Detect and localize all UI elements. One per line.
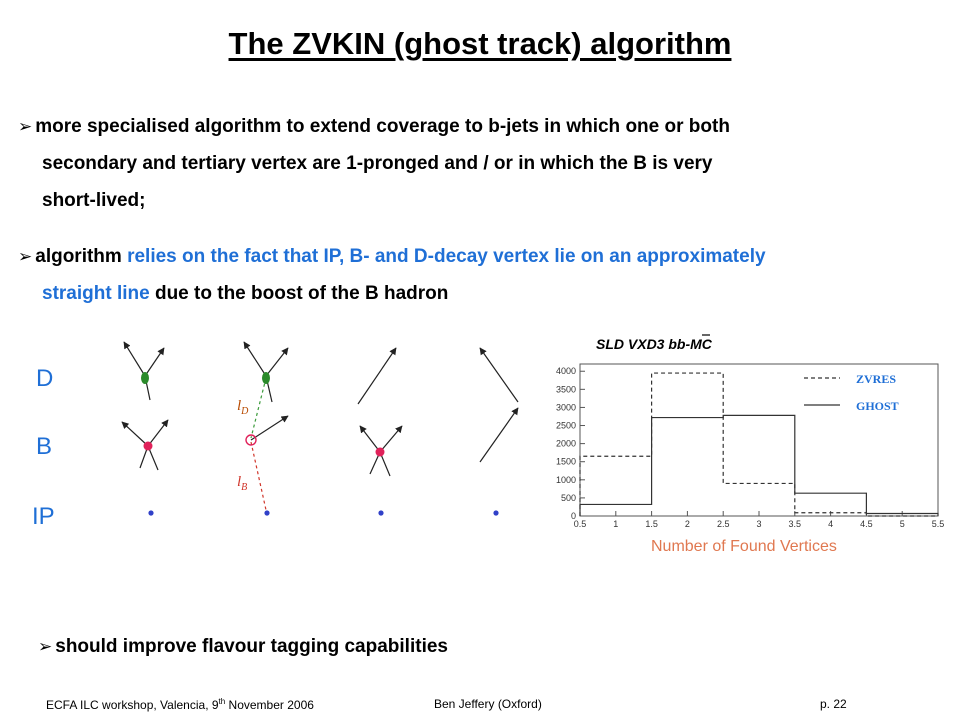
d-flight-line <box>250 377 267 439</box>
footer-author: Ben Jeffery (Oxford) <box>434 697 542 711</box>
y-tick-label: 3000 <box>556 402 576 412</box>
series-zvres-line <box>579 372 938 517</box>
ip-point <box>148 510 154 516</box>
topology-ghost-track <box>243 341 289 441</box>
bullet-specialised-algorithm: ➢more specialised algorithm to extend co… <box>18 108 958 219</box>
vertex-count-histogram: SLD VXD3 bb-MC 0 500 1000 1500 2000 2500 3000 3… <box>556 334 945 555</box>
x-tick-label: 5.5 <box>932 519 945 529</box>
row-label-b: B <box>36 433 52 460</box>
y-tick-label: 3500 <box>556 384 576 394</box>
x-tick-label: 1 <box>613 519 618 529</box>
y-tick-label: 4000 <box>556 366 576 376</box>
x-tick-label: 3.5 <box>789 519 802 529</box>
bullet2-part3: straight line <box>42 283 150 304</box>
slide-title: The ZVKIN (ghost track) algorithm <box>228 26 732 61</box>
bullet2-part4: due to the boost of the B hadron <box>149 283 449 304</box>
x-tick-label: 1.5 <box>645 519 658 529</box>
x-tick-label: 0.5 <box>574 519 587 529</box>
label-ld: lD <box>237 398 249 417</box>
topology-single-tracks <box>479 347 519 463</box>
bullet2-part1: algorithm <box>35 246 128 267</box>
arrow-bullet-icon: ➢ <box>18 117 33 136</box>
legend-label-zvres: ZVRES <box>856 372 896 386</box>
arrow-bullet-icon: ➢ <box>38 637 53 656</box>
ip-point <box>264 510 270 516</box>
bullet3-text: should improve flavour tagging capabilit… <box>55 636 448 657</box>
x-tick-label: 4.5 <box>860 519 873 529</box>
x-tick-label: 2.5 <box>717 519 730 529</box>
arrow-bullet-icon: ➢ <box>18 247 33 266</box>
x-axis-label: Number of Found Vertices <box>651 538 837 555</box>
b-vertex <box>143 441 153 451</box>
y-tick-label: 1500 <box>556 457 576 467</box>
row-label-d: D <box>36 365 53 392</box>
topology-b-only <box>357 347 403 477</box>
legend-label-ghost: GHOST <box>856 399 899 413</box>
footer-page-number: p. 22 <box>820 697 847 711</box>
chart-title: SLD VXD3 bb-MC <box>596 336 713 352</box>
plot-frame <box>579 363 939 517</box>
bullet2-part2: relies on the fact that IP, B- and D-dec… <box>127 246 766 267</box>
footer-event: ECFA ILC workshop, Valencia, 9th Novembe… <box>46 697 314 712</box>
x-tick-label: 5 <box>900 519 905 529</box>
y-tick-label: 500 <box>561 493 576 503</box>
bullet1-line3: short-lived; <box>42 190 146 211</box>
bullet-flavour-tagging: ➢should improve flavour tagging capabili… <box>38 628 960 665</box>
d-vertex <box>141 372 149 384</box>
x-tick-label: 3 <box>756 519 761 529</box>
b-vertex <box>375 447 385 457</box>
bullet1-line2: secondary and tertiary vertex are 1-pron… <box>42 153 713 174</box>
d-vertex <box>262 372 270 384</box>
b-flight-line <box>250 441 267 511</box>
label-lb: lB <box>237 474 247 493</box>
b-vertex-missing <box>245 434 257 446</box>
row-label-ip: IP <box>32 503 55 530</box>
vertex-topology-diagram: D B IP lD lB <box>32 341 519 530</box>
series-ghost-line <box>579 414 939 516</box>
y-tick-label: 2500 <box>556 421 576 431</box>
y-tick-label: 1000 <box>556 475 576 485</box>
y-tick-label: 2000 <box>556 439 576 449</box>
y-tick-label: 0 <box>571 511 576 521</box>
ip-point <box>378 510 384 516</box>
ip-point <box>493 510 499 516</box>
bullet-straight-line: ➢algorithm relies on the fact that IP, B… <box>18 238 958 312</box>
bullet1-line1: more specialised algorithm to extend cov… <box>35 116 730 137</box>
x-tick-label: 2 <box>685 519 690 529</box>
topology-b-and-d <box>121 341 169 471</box>
x-tick-label: 4 <box>828 519 833 529</box>
